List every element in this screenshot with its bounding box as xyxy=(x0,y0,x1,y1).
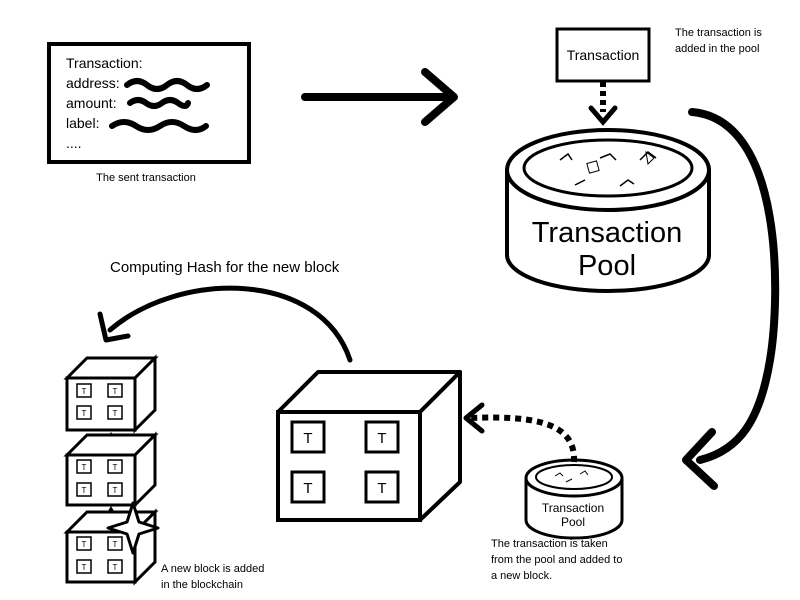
blockchain-stack: T T T T T T T T xyxy=(63,354,160,586)
incoming-transaction-box: Transaction xyxy=(555,27,651,83)
chain-block-1-tx-3: T xyxy=(82,409,87,418)
pool-to-block-dotted-arrow xyxy=(463,402,578,463)
chain-block-3-tx-1: T xyxy=(82,540,87,549)
chain-block-1: T T T T xyxy=(63,354,159,434)
chain-block-3-tx-3: T xyxy=(82,563,87,572)
card-title: Transaction: xyxy=(66,55,143,71)
chain-block-2-tx-3: T xyxy=(82,486,87,495)
chain-block-2-tx-1: T xyxy=(82,463,87,472)
field-amount: amount: xyxy=(66,95,117,111)
chain-block-1-tx-2: T xyxy=(113,387,118,396)
pool-to-small-pool-arrow xyxy=(682,108,780,490)
pool-taken-note-line1: The transaction is taken xyxy=(491,538,608,550)
chain-added-note-line1: A new block is added xyxy=(161,563,264,575)
block-tx-4: T xyxy=(364,470,400,504)
transaction-pool-small: Transaction Pool xyxy=(524,458,624,540)
chain-block-1-tx-4: T xyxy=(113,409,118,418)
block-tx-3: T xyxy=(290,470,326,504)
chain-block-2: T T T T xyxy=(63,431,159,509)
scribble-address-value xyxy=(124,78,210,92)
sent-transaction-caption: The sent transaction xyxy=(96,172,196,184)
pool-small-label-line2: Pool xyxy=(561,515,585,529)
scribble-label-value xyxy=(109,119,209,133)
incoming-transaction-label: Transaction xyxy=(567,47,640,63)
sent-transaction-card: Transaction: address: amount: label: ...… xyxy=(47,42,251,164)
field-address: address: xyxy=(66,75,120,91)
scribble-amount-value xyxy=(127,97,191,109)
block-tx-3-mark: T xyxy=(303,480,312,497)
block-tx-2: T xyxy=(364,420,400,454)
new-block-sparkle-icon xyxy=(106,501,160,555)
chain-block-3-tx-4: T xyxy=(113,563,118,572)
pool-large-label-line1: Transaction xyxy=(532,217,682,249)
chain-added-note-line2: in the blockchain xyxy=(161,579,243,591)
block-tx-2-mark: T xyxy=(377,430,386,447)
pool-added-note-line1: The transaction is xyxy=(675,27,762,39)
chain-block-1-tx-1: T xyxy=(82,387,87,396)
chain-block-2-tx-4: T xyxy=(113,486,118,495)
pool-small-label-line1: Transaction xyxy=(542,501,604,515)
chain-block-2-tx-2: T xyxy=(113,463,118,472)
chain-block-3-tx-2: T xyxy=(113,540,118,549)
pool-taken-note-line2: from the pool and added to xyxy=(491,554,622,566)
into-pool-dotted-arrow xyxy=(588,82,618,126)
block-tx-1-mark: T xyxy=(303,430,312,447)
field-ellipsis: .... xyxy=(66,135,82,151)
send-arrow xyxy=(301,68,458,126)
pool-large-label-line2: Pool xyxy=(578,250,636,282)
transaction-pool-large: Transaction Pool xyxy=(505,128,711,293)
block-tx-4-mark: T xyxy=(377,480,386,497)
new-block-cube: T T T T xyxy=(276,370,462,522)
hash-arrow xyxy=(97,285,353,363)
field-label: label: xyxy=(66,115,99,131)
pool-taken-note-line3: a new block. xyxy=(491,570,552,582)
block-tx-1: T xyxy=(290,420,326,454)
hash-label: Computing Hash for the new block xyxy=(110,259,340,276)
pool-added-note-line2: added in the pool xyxy=(675,43,759,55)
